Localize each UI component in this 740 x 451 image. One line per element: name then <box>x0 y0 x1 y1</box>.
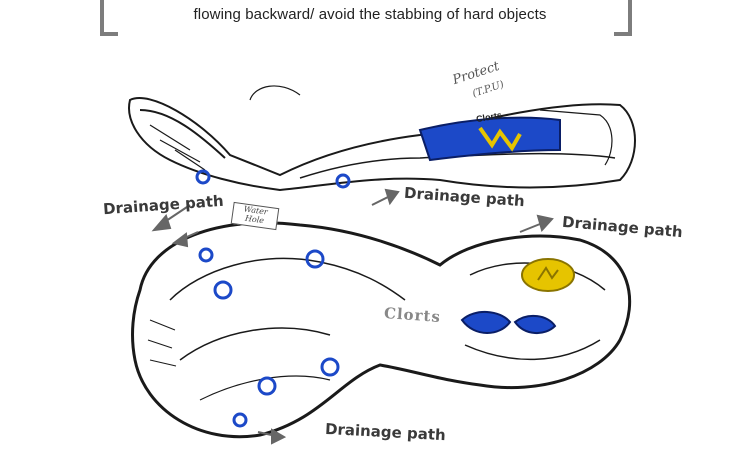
yellow-heel-badge <box>521 258 575 292</box>
shoe-side-view <box>128 85 636 192</box>
badge-logo-icon <box>537 266 559 281</box>
header-bracket-left <box>100 0 118 36</box>
drainage-arrows <box>151 188 554 445</box>
sole-bottom-view <box>131 221 632 439</box>
header-bracket-right <box>614 0 632 36</box>
blue-shank-insert <box>460 311 512 334</box>
water-hole-circles <box>195 169 351 428</box>
caption-text: flowing backward/ avoid the stabbing of … <box>193 6 547 23</box>
yellow-zigzag-mark <box>478 126 522 152</box>
blue-shank-insert-2 <box>513 314 557 334</box>
